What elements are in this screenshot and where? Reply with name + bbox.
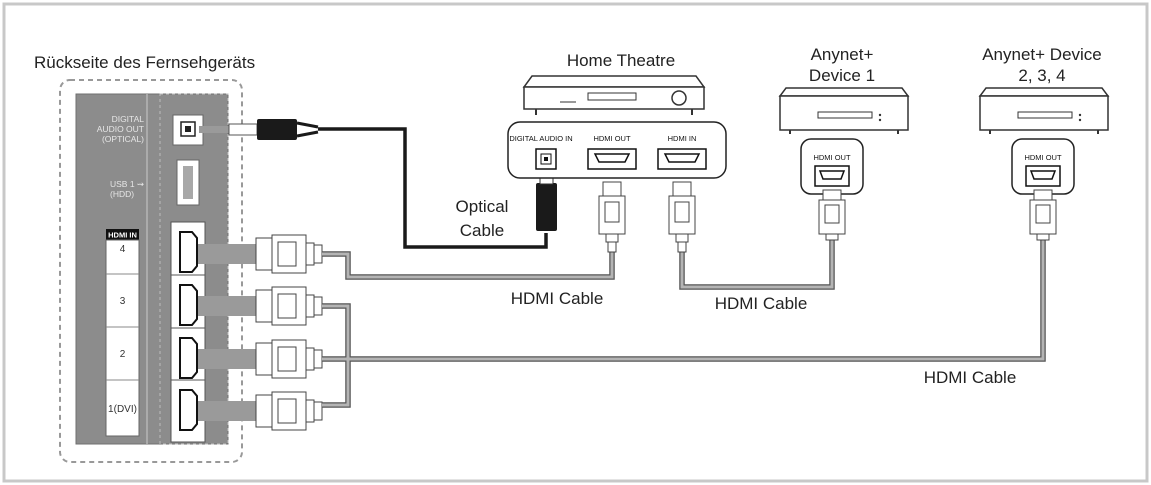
usb-label-1: USB 1 ⇝ (110, 179, 145, 189)
hdmi-plug-row-3 (198, 286, 323, 326)
hdmi-number-3: 3 (120, 296, 126, 307)
device234-title-1: Anynet+ Device (982, 45, 1102, 64)
hdmi-cable-label-1: HDMI Cable (511, 289, 604, 308)
hdmi-number-column (105, 239, 140, 437)
ht-hdmi-in-port (657, 148, 707, 170)
hdmi-cable-label-3: HDMI Cable (924, 368, 1017, 387)
hdmi-plug-row-1 (198, 391, 323, 431)
device234-title-2: 2, 3, 4 (1018, 66, 1065, 85)
device1-box (778, 87, 910, 134)
hdmi-in-header: HDMI IN (108, 231, 137, 240)
ht-hdmi-in-label: HDMI IN (668, 134, 697, 143)
optical-cable-label-2: Cable (460, 221, 504, 240)
home-theatre-device (522, 75, 706, 115)
device234-hdmi-plug (1029, 189, 1057, 241)
tv-dashed-outline (59, 79, 243, 463)
ht-hdmi-in-plug (668, 181, 696, 253)
ht-hdmi-out-plug (598, 181, 626, 253)
hdmi-in-header-bg (106, 229, 139, 240)
digital-audio-label-3: (OPTICAL) (102, 134, 144, 144)
ht-optical-in-port (535, 148, 557, 170)
tv-hdmi-port-4 (170, 221, 206, 285)
optical-cable-label-1: Optical (456, 197, 509, 216)
device1-hdmi-port (814, 165, 850, 187)
hdmi-cable-fills (322, 240, 1045, 407)
usb-label-2: (HDD) (110, 189, 134, 199)
device234-box (978, 87, 1110, 134)
hdmi-number-4: 4 (120, 244, 126, 255)
hdmi-cable-label-2: HDMI Cable (715, 294, 808, 313)
optical-cable-line (318, 127, 548, 249)
hdmi-plug-row-4 (198, 234, 323, 274)
ht-hdmi-out-port (587, 148, 637, 170)
device1-title-1: Anynet+ (811, 45, 874, 64)
tv-back-label: Rückseite des Fernsehgeräts (34, 53, 255, 72)
device1-hdmi-plug (818, 189, 846, 241)
optical-cable-tv-side (199, 119, 319, 140)
hdmi-number-1-dvi: 1(DVI) (108, 404, 137, 415)
digital-audio-label-1: DIGITAL (112, 114, 145, 124)
hdmi-number-2: 2 (120, 349, 126, 360)
usb-port (176, 159, 200, 206)
ht-digital-audio-in-label: DIGITAL AUDIO IN (509, 134, 572, 143)
ht-hdmi-out-label: HDMI OUT (593, 134, 630, 143)
panel-port-area (159, 93, 229, 445)
optical-port (172, 114, 204, 146)
device234-hdmi-out-label: HDMI OUT (1024, 153, 1061, 162)
home-theatre-title: Home Theatre (567, 51, 675, 70)
device1-title-2: Device 1 (809, 66, 875, 85)
device234-hdmi-port (1025, 165, 1061, 187)
hdmi-plug-row-2 (198, 339, 323, 379)
digital-audio-label-2: AUDIO OUT (97, 124, 144, 134)
device1-hdmi-out-label: HDMI OUT (813, 153, 850, 162)
